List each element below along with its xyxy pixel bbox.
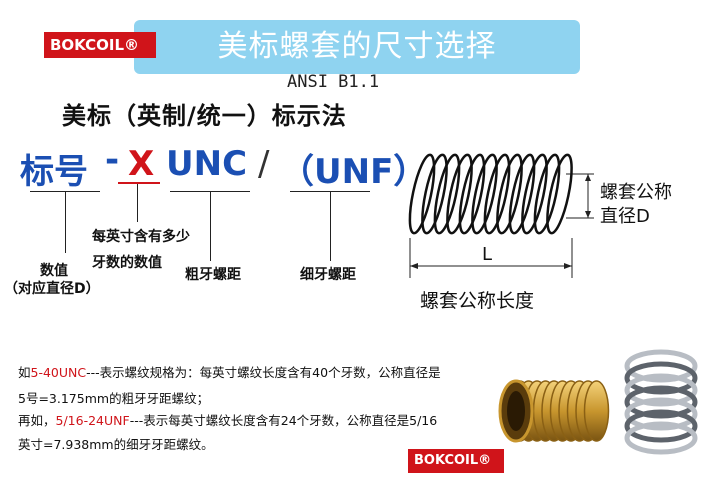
length-label: 螺套公称长度 [420,290,535,312]
title-banner [134,20,580,74]
number-annotation-2: （对应直径D） [4,281,100,297]
page-title: 美标螺套的尺寸选择 [217,29,497,64]
coil-loop [521,153,548,235]
coarse-leader [210,191,211,261]
coil-loop [433,153,461,235]
spec-dash: - [105,140,120,180]
coil-loop [458,153,486,235]
note-code-unc: 5-40UNC [30,365,87,380]
tpi-annotation-2: 牙数的数值 [92,255,162,271]
coil-loop [483,153,511,235]
standard-label: ANSI B1.1 [287,72,380,92]
spec-slash: / [258,144,270,184]
brass-coil-loop [583,380,610,442]
thread-coil-diagram [408,153,594,278]
tpi-annotation-1: 每英寸含有多少 [92,229,190,245]
diameter-label-2: 直径D [600,206,650,227]
coil-loop [446,153,473,235]
note-line-4: 英寸=7.938mm的细牙牙距螺纹。 [18,437,214,452]
steel-coil-loop [624,361,698,395]
spec-number-label: 标号 [20,152,88,192]
coarse-annotation: 粗牙螺距 [185,267,241,283]
diameter-label-1: 螺套公称 [600,182,672,203]
fine-annotation: 细牙螺距 [300,267,356,283]
steel-thread-insert-image [624,349,698,455]
note-code-unf: 5/16-24UNF [55,413,130,428]
subtitle: 美标（英制/统一）标示法 [62,102,347,130]
spec-unf: （UNF） [280,152,428,192]
number-leader [65,191,66,253]
steel-coil-loop [624,385,698,419]
steel-coil-loop [624,373,698,407]
steel-coil-loop [624,349,698,383]
coil-loop [546,153,573,235]
brass-thread-insert-image [498,379,610,443]
note-line-3: 再如，5/16-24UNF---表示每英寸螺纹长度含有24个牙数，公称直径是5/… [18,413,438,428]
coil-loop [496,153,523,235]
coil-loop [471,153,498,235]
fine-leader [330,191,331,261]
brand-logo-top: BOKCOIL® [44,32,156,58]
length-symbol: L [482,244,493,265]
note-line-2: 5号=3.175mm的粗牙牙距螺纹； [18,391,210,406]
coil-loop [421,153,448,235]
coil-loop [508,153,536,235]
x-underline [118,182,160,184]
spec-unc: UNC [166,144,248,184]
tpi-leader [137,184,138,222]
brand-logo-bottom: BOKCOIL® [408,449,504,473]
steel-coil-loop [624,397,698,431]
coil-loop [408,153,436,235]
coil-loop [533,153,561,235]
steel-coil-loop [624,421,698,455]
spec-tpi-x: X [128,144,155,184]
note-line-1: 如5-40UNC---表示螺纹规格为：每英寸螺纹长度含有40个牙数，公称直径是 [18,365,441,380]
steel-coil-loop [624,409,698,443]
number-annotation-1: 数值 [40,263,68,279]
